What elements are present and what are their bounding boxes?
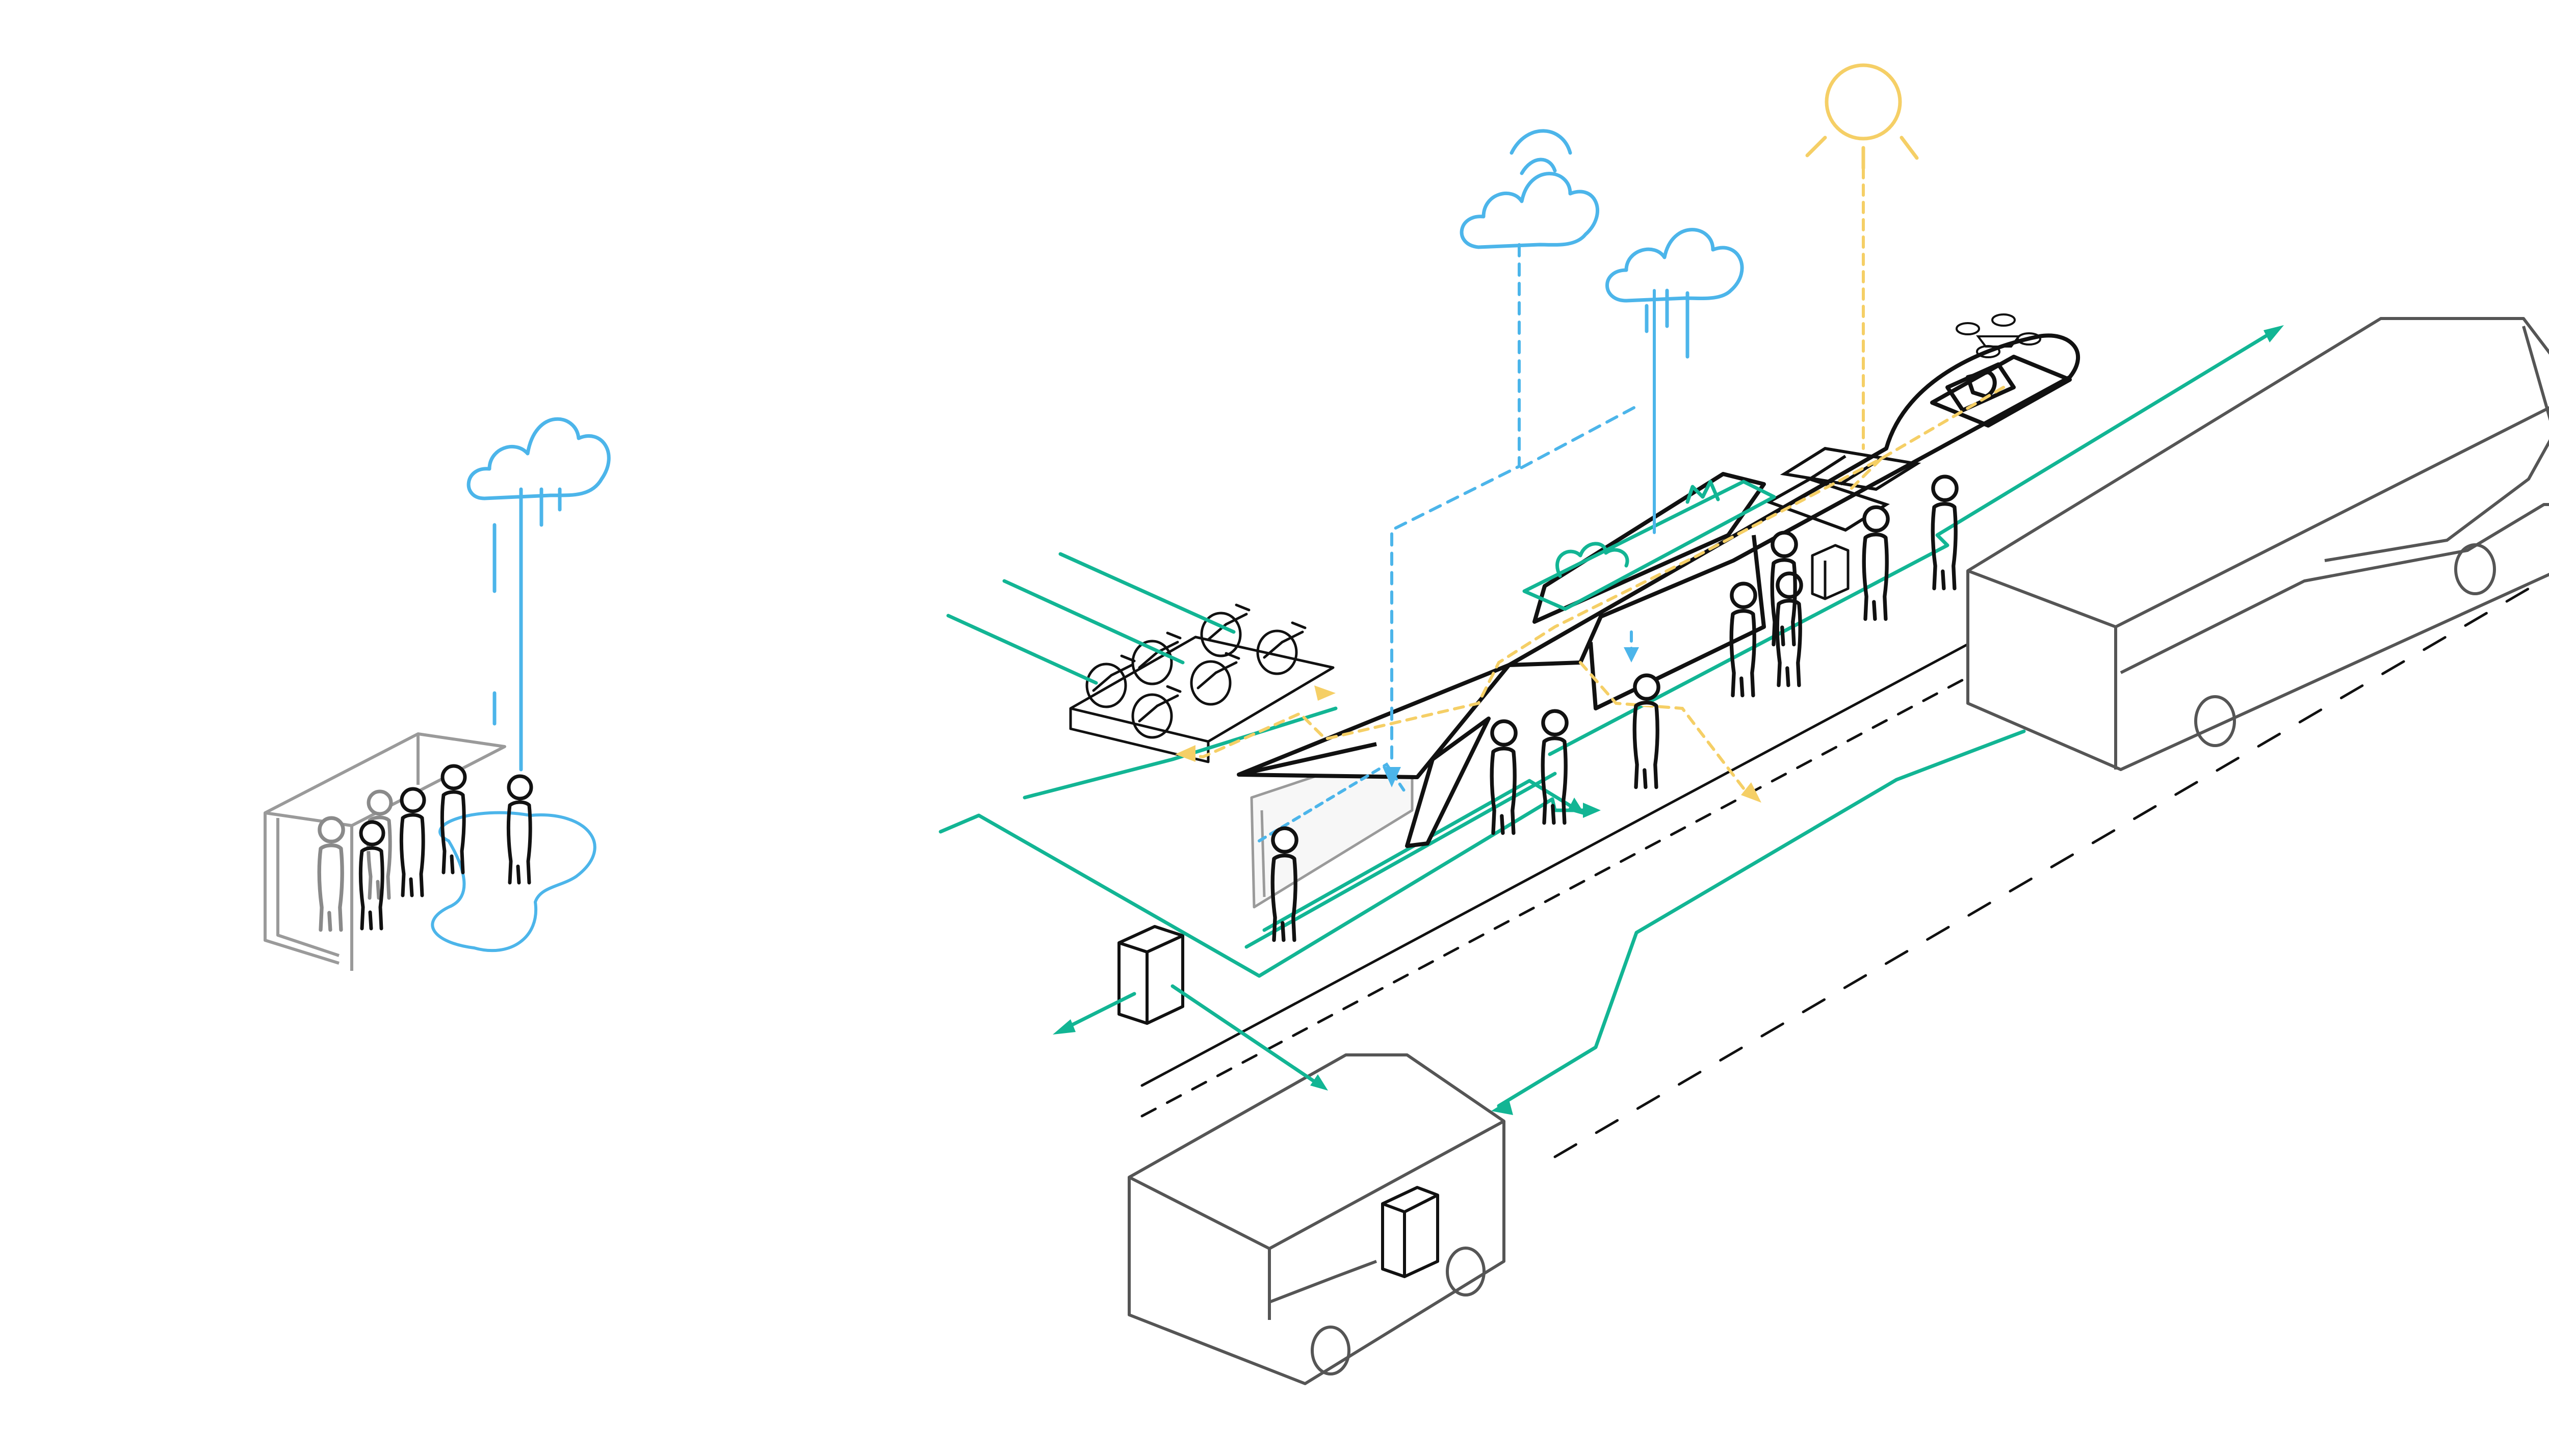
green-arrowheads [1053,325,2284,1115]
main-person-8 [1770,531,1798,647]
left-rain-lines [492,487,562,772]
bicycles [1085,603,1307,739]
main-person-3 [1632,673,1660,789]
main-person-7 [1931,474,1959,591]
main-person-1 [1270,826,1298,942]
left-person-1 [317,816,345,932]
bicycle-icon-3 [1200,603,1251,657]
solar-panels [1765,446,1921,532]
bicycle-icon-1 [1085,654,1136,708]
left-person-2 [366,789,393,900]
left-puddle [431,811,596,952]
bicycle-icon-6 [1256,621,1307,675]
parcel-locker [1117,925,1184,1025]
shelter-parcel-box [1811,544,1850,600]
main-person-6 [1862,505,1890,621]
bicycle-icon-5 [1190,652,1240,706]
left-person-3 [358,820,385,931]
left-person-5 [440,764,467,875]
left-rain-cloud-icon [466,417,611,500]
main-rain-cloud-icon [1605,228,1744,359]
yellow-solar-flows [1176,149,2005,797]
green-roof-plants [1522,480,1776,611]
main-person-2 [1490,719,1518,835]
main-person-9 [1541,709,1569,825]
left-bus-shelter [264,732,506,971]
van-parcel-icon [1381,1186,1439,1278]
yellow-arrowheads [1175,685,1761,803]
left-person-4 [399,787,426,897]
left-waiting-people [317,764,533,932]
left-person-6 [506,774,533,885]
drone-icon [1956,313,2041,358]
blue-arrowheads [1383,647,1639,787]
main-people [1270,474,1959,942]
main-person-4 [1729,581,1757,698]
bus [1966,317,2549,771]
bicycle-icon-4 [1131,685,1182,739]
blue-water-flows [1258,243,1656,842]
green-movement-flows [939,329,2276,1108]
bicycle-parking [1069,636,1335,763]
street-lanes [1140,587,2530,1158]
wifi-cloud-icon [1460,129,1599,249]
shelter-canopy [1237,333,2080,848]
delivery-van [1128,1053,1505,1385]
